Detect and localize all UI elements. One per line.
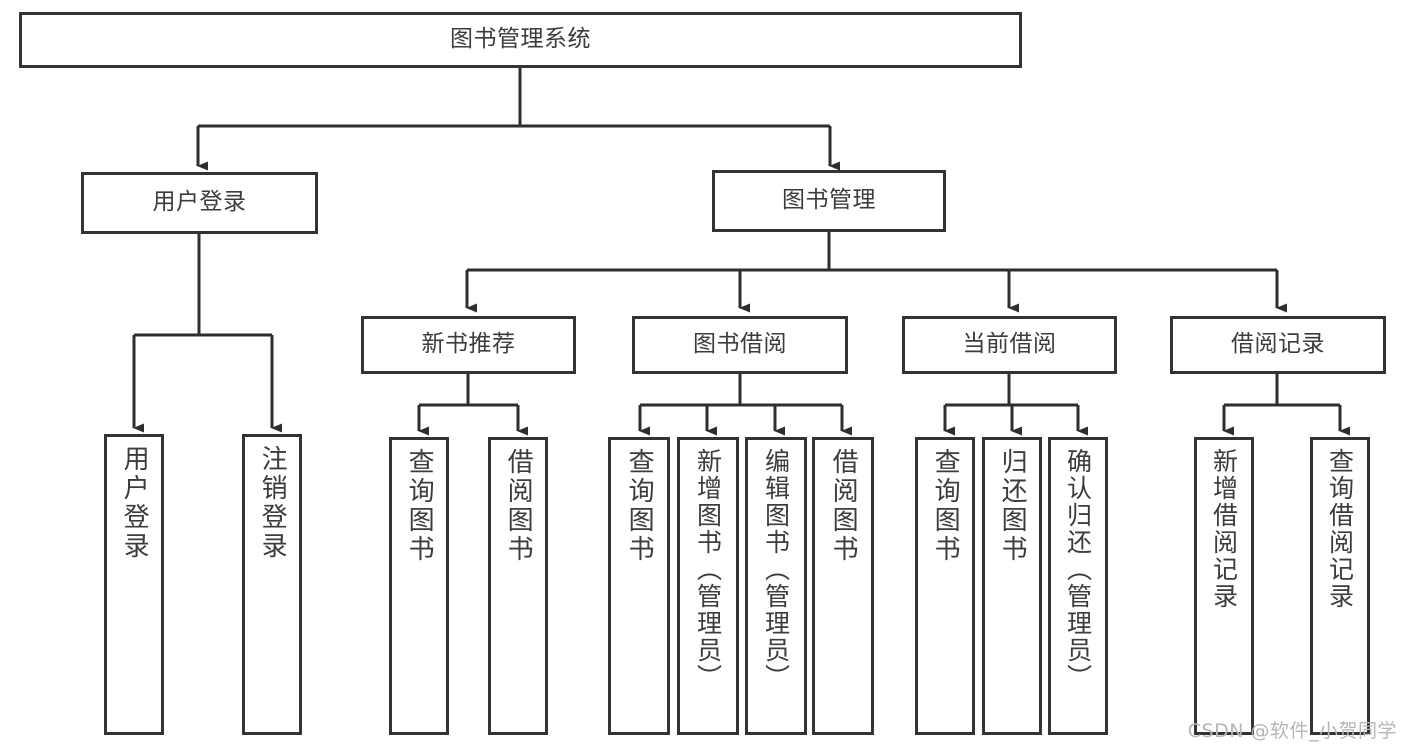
leaf-edit-book-admin[interactable]: 编辑图书（管理员）: [745, 437, 807, 735]
node-current-borrow[interactable]: 当前借阅: [902, 316, 1117, 374]
node-label: 借阅记录: [1231, 331, 1325, 358]
node-label: 借阅图书: [828, 448, 859, 564]
node-user-login[interactable]: 用户登录: [81, 172, 318, 234]
node-label: 新增图书（管理员）: [693, 448, 723, 691]
node-new-book-recommend[interactable]: 新书推荐: [361, 316, 576, 374]
leaf-query-borrow-record[interactable]: 查询借阅记录: [1310, 437, 1370, 735]
node-label: 查询图书: [404, 448, 435, 564]
node-label: 查询图书: [624, 448, 655, 564]
node-label: 用户登录: [119, 445, 150, 561]
leaf-query-book-current[interactable]: 查询图书: [915, 437, 975, 735]
leaf-borrow-book-borrow[interactable]: 借阅图书: [812, 437, 874, 735]
node-book-management[interactable]: 图书管理: [712, 170, 946, 232]
leaf-return-book[interactable]: 归还图书: [982, 437, 1042, 735]
node-label: 当前借阅: [962, 331, 1057, 358]
node-label: 确认归还（管理员）: [1063, 448, 1093, 691]
leaf-add-borrow-record[interactable]: 新增借阅记录: [1194, 437, 1254, 735]
csdn-watermark: CSDN @软件_小贺同学: [1187, 720, 1397, 742]
node-label: 注销登录: [257, 445, 288, 561]
node-borrow-record[interactable]: 借阅记录: [1170, 316, 1386, 374]
node-label: 新书推荐: [421, 331, 516, 358]
node-label: 图书借阅: [693, 331, 787, 358]
node-label: 归还图书: [997, 448, 1028, 564]
node-label: 图书管理: [782, 187, 876, 214]
leaf-query-book-recommend[interactable]: 查询图书: [389, 437, 449, 735]
leaf-confirm-return-admin[interactable]: 确认归还（管理员）: [1048, 437, 1108, 735]
node-label: 新增借阅记录: [1209, 448, 1239, 610]
leaf-borrow-book-recommend[interactable]: 借阅图书: [488, 437, 548, 735]
leaf-add-book-admin[interactable]: 新增图书（管理员）: [677, 437, 739, 735]
node-book-borrow[interactable]: 图书借阅: [632, 316, 848, 374]
node-label: 查询图书: [930, 448, 961, 564]
node-book-management-system[interactable]: 图书管理系统: [19, 12, 1022, 68]
node-label: 编辑图书（管理员）: [761, 448, 791, 691]
leaf-query-book-borrow[interactable]: 查询图书: [608, 437, 670, 735]
node-label: 用户登录: [152, 189, 247, 216]
node-label: 借阅图书: [503, 448, 534, 564]
leaf-user-login[interactable]: 用户登录: [104, 434, 164, 735]
node-label: 查询借阅记录: [1325, 448, 1355, 610]
leaf-logout-login[interactable]: 注销登录: [242, 434, 302, 735]
node-label: 图书管理系统: [450, 26, 591, 53]
